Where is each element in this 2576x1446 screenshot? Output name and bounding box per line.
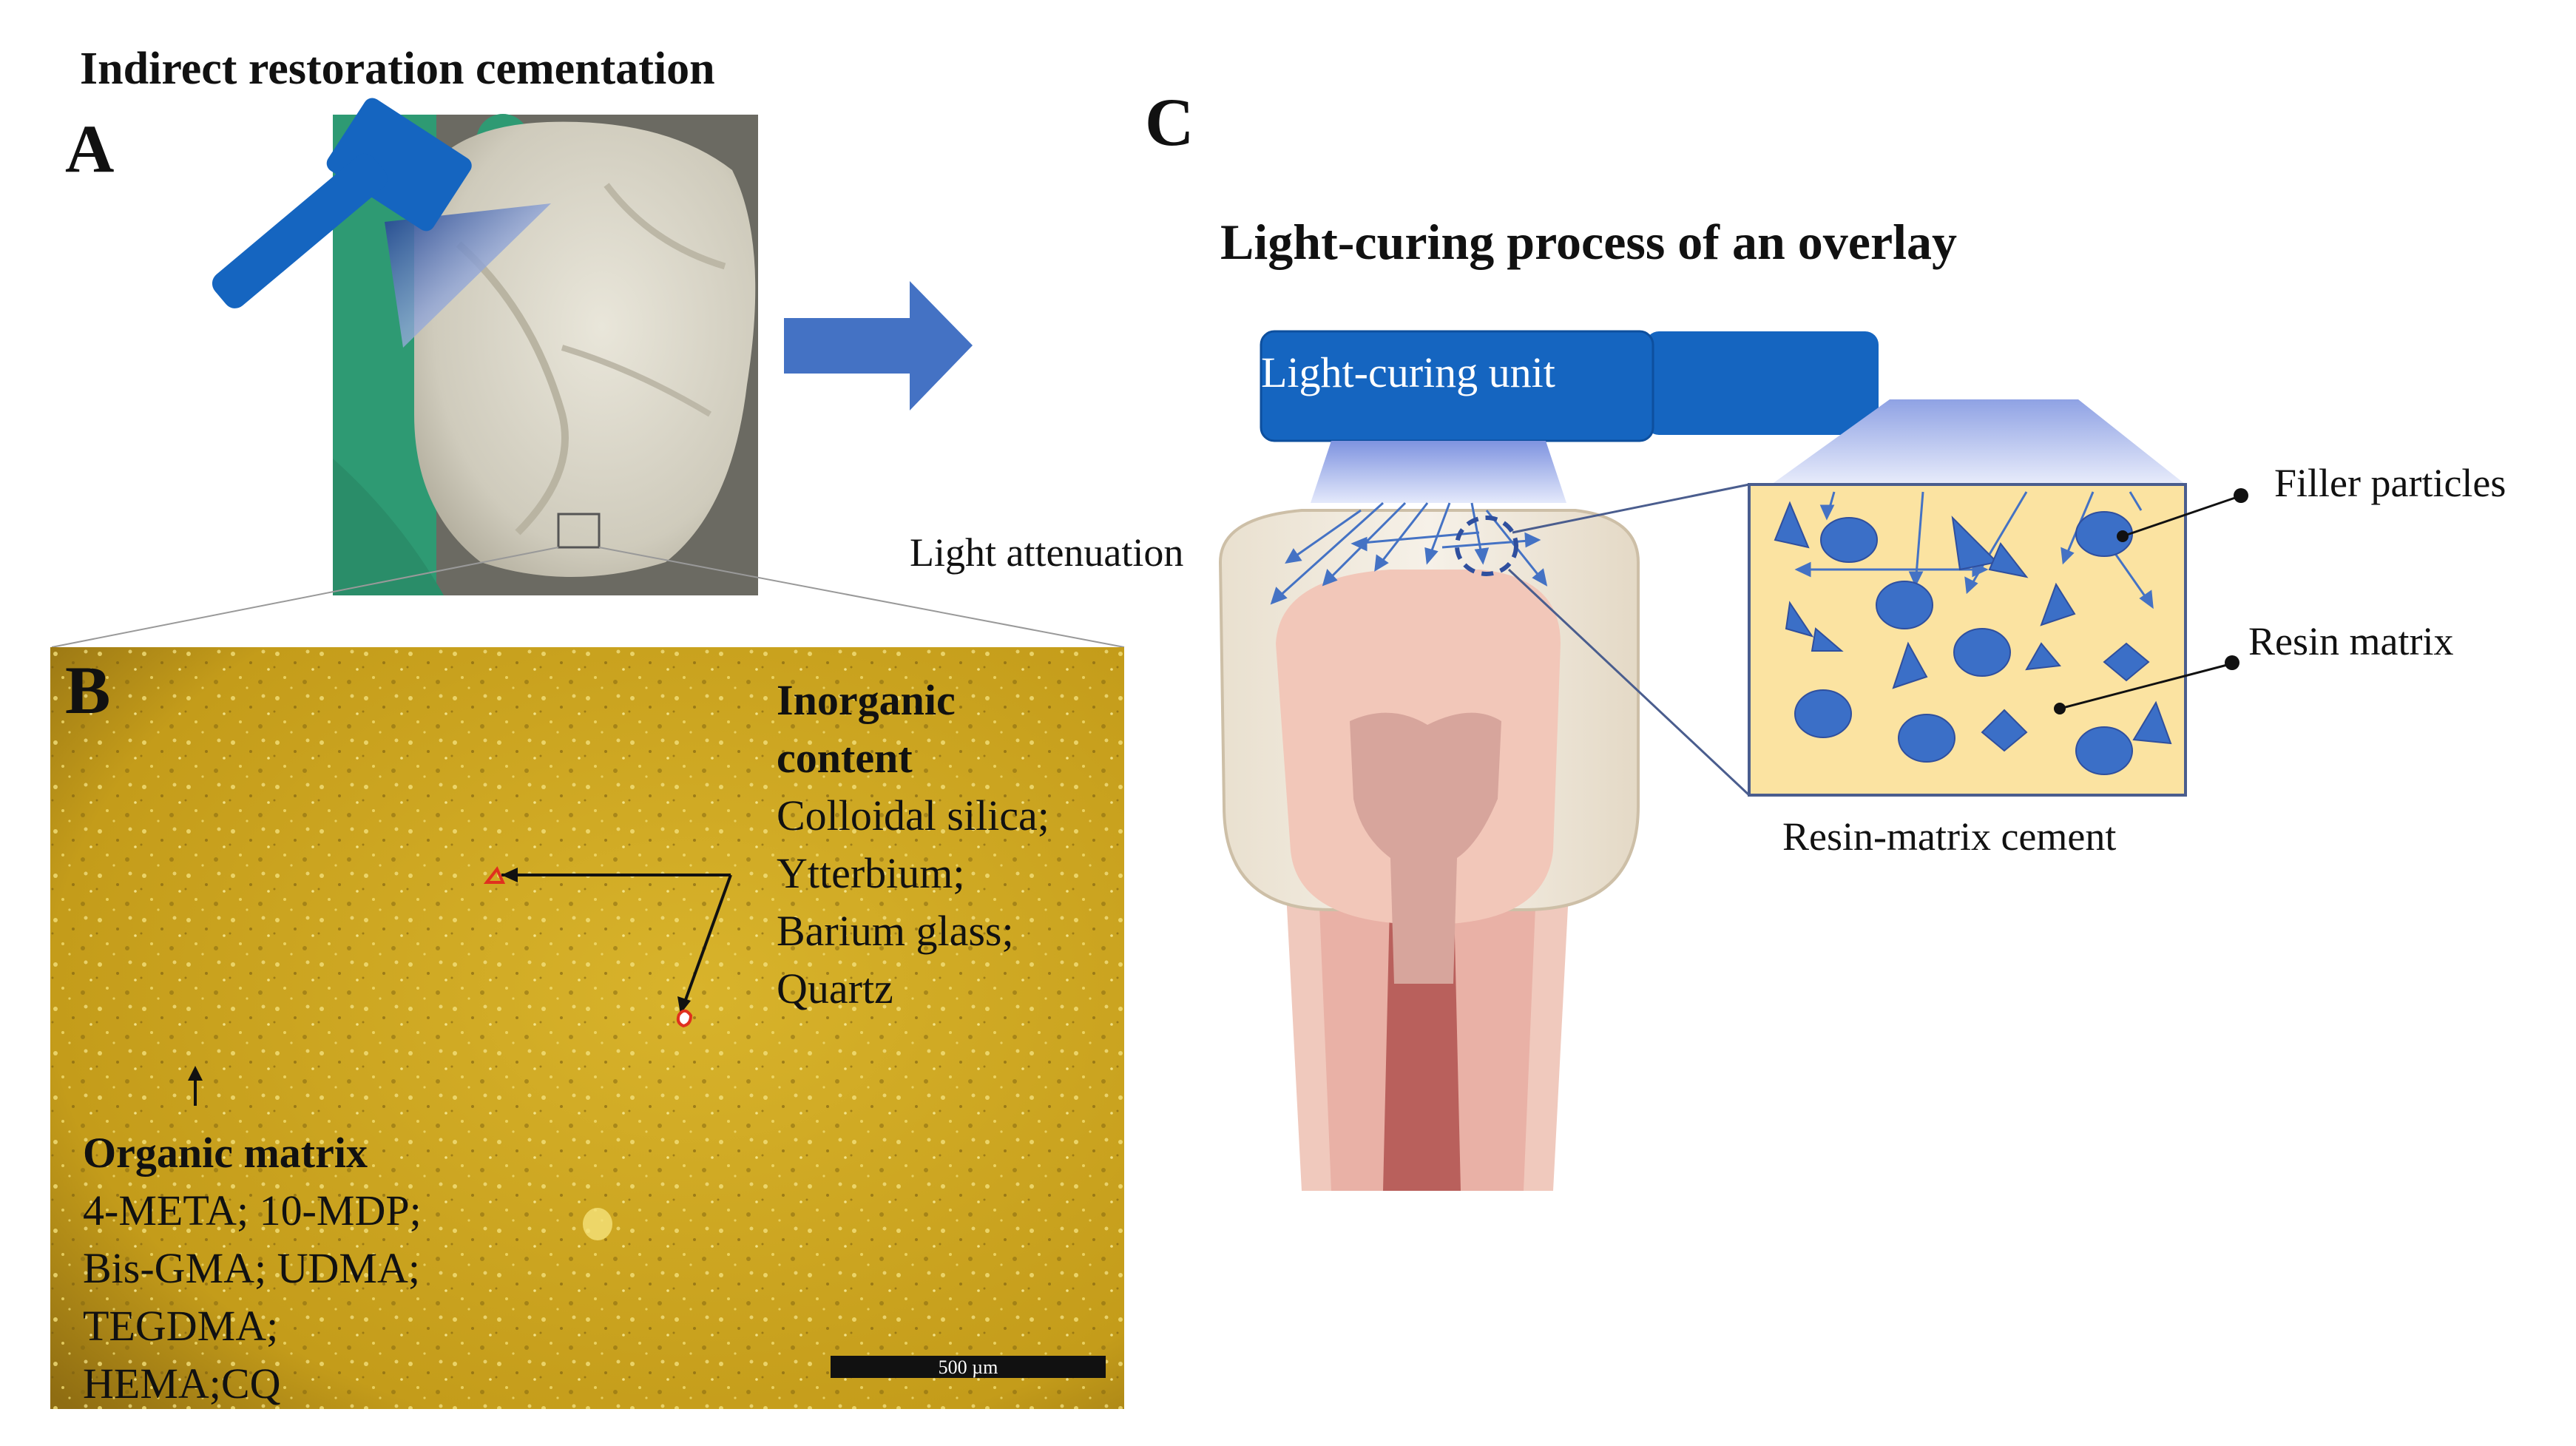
resin-matrix-cement-label: Resin-matrix cement <box>1782 814 2117 859</box>
inset-light-arrows <box>1794 491 2154 609</box>
panel-b-letter: B <box>65 652 111 728</box>
organic-item: TEGDMA; <box>83 1302 279 1350</box>
filler-particles <box>1774 501 2172 775</box>
organic-matrix-block: Organic matrix 4-META; 10-MDP; Bis-GMA; … <box>83 1124 422 1413</box>
panel-a-letter: A <box>65 111 115 186</box>
resin-matrix-label: Resin matrix <box>2248 619 2454 663</box>
organic-title: Organic matrix <box>83 1129 368 1177</box>
panel-a-heading: Indirect restoration cementation <box>80 44 715 94</box>
particle-marker-2 <box>676 1009 693 1028</box>
micrograph: 500 µm <box>50 647 1124 1409</box>
curing-lamp-icon <box>212 98 472 308</box>
organic-item: 4-META; 10-MDP; <box>83 1186 422 1234</box>
leader-dot <box>2225 655 2239 670</box>
particle-marker-1 <box>483 866 506 884</box>
leader-lines <box>2059 496 2238 710</box>
inorganic-particle-markers <box>501 868 732 1015</box>
filler-particles-label: Filler particles <box>2274 461 2506 505</box>
pulp-chamber <box>1350 712 1501 984</box>
inorganic-content-block: Inorganic content Colloidal silica; Ytte… <box>777 672 1049 1018</box>
leader-dot <box>2054 703 2066 714</box>
inset-light-cone <box>1771 399 2185 484</box>
light-attenuation-arrows <box>1270 501 1548 605</box>
leader-dot <box>2234 488 2248 503</box>
inorganic-item: Ytterbium; <box>777 849 965 897</box>
inorganic-title-1: Inorganic <box>777 676 956 724</box>
curing-light-beam <box>385 203 551 348</box>
panel-c-letter: C <box>1145 84 1194 160</box>
light-cone <box>1311 441 1566 503</box>
flow-arrow-icon <box>784 281 973 411</box>
light-attenuation-label: Light attenuation <box>910 530 1184 575</box>
magnified-region <box>1455 516 1518 576</box>
inorganic-title-2: content <box>777 734 913 782</box>
light-curing-unit <box>1260 330 1879 442</box>
organic-item: Bis-GMA; UDMA; <box>83 1244 420 1292</box>
scale-bar-label: 500 µm <box>939 1357 998 1378</box>
magnification-box <box>557 513 601 549</box>
light-curing-unit-label: Light-curing unit <box>1261 348 1555 396</box>
inorganic-item: Barium glass; <box>777 907 1014 955</box>
panel-c-heading: Light-curing process of an overlay <box>1220 214 1958 270</box>
organic-matrix-arrow <box>188 1066 203 1106</box>
leader-dot <box>2117 530 2129 542</box>
scale-bar <box>831 1356 1106 1378</box>
inorganic-item: Quartz <box>777 964 893 1013</box>
inorganic-item: Colloidal silica; <box>777 791 1049 839</box>
organic-item: HEMA;CQ <box>83 1359 281 1408</box>
